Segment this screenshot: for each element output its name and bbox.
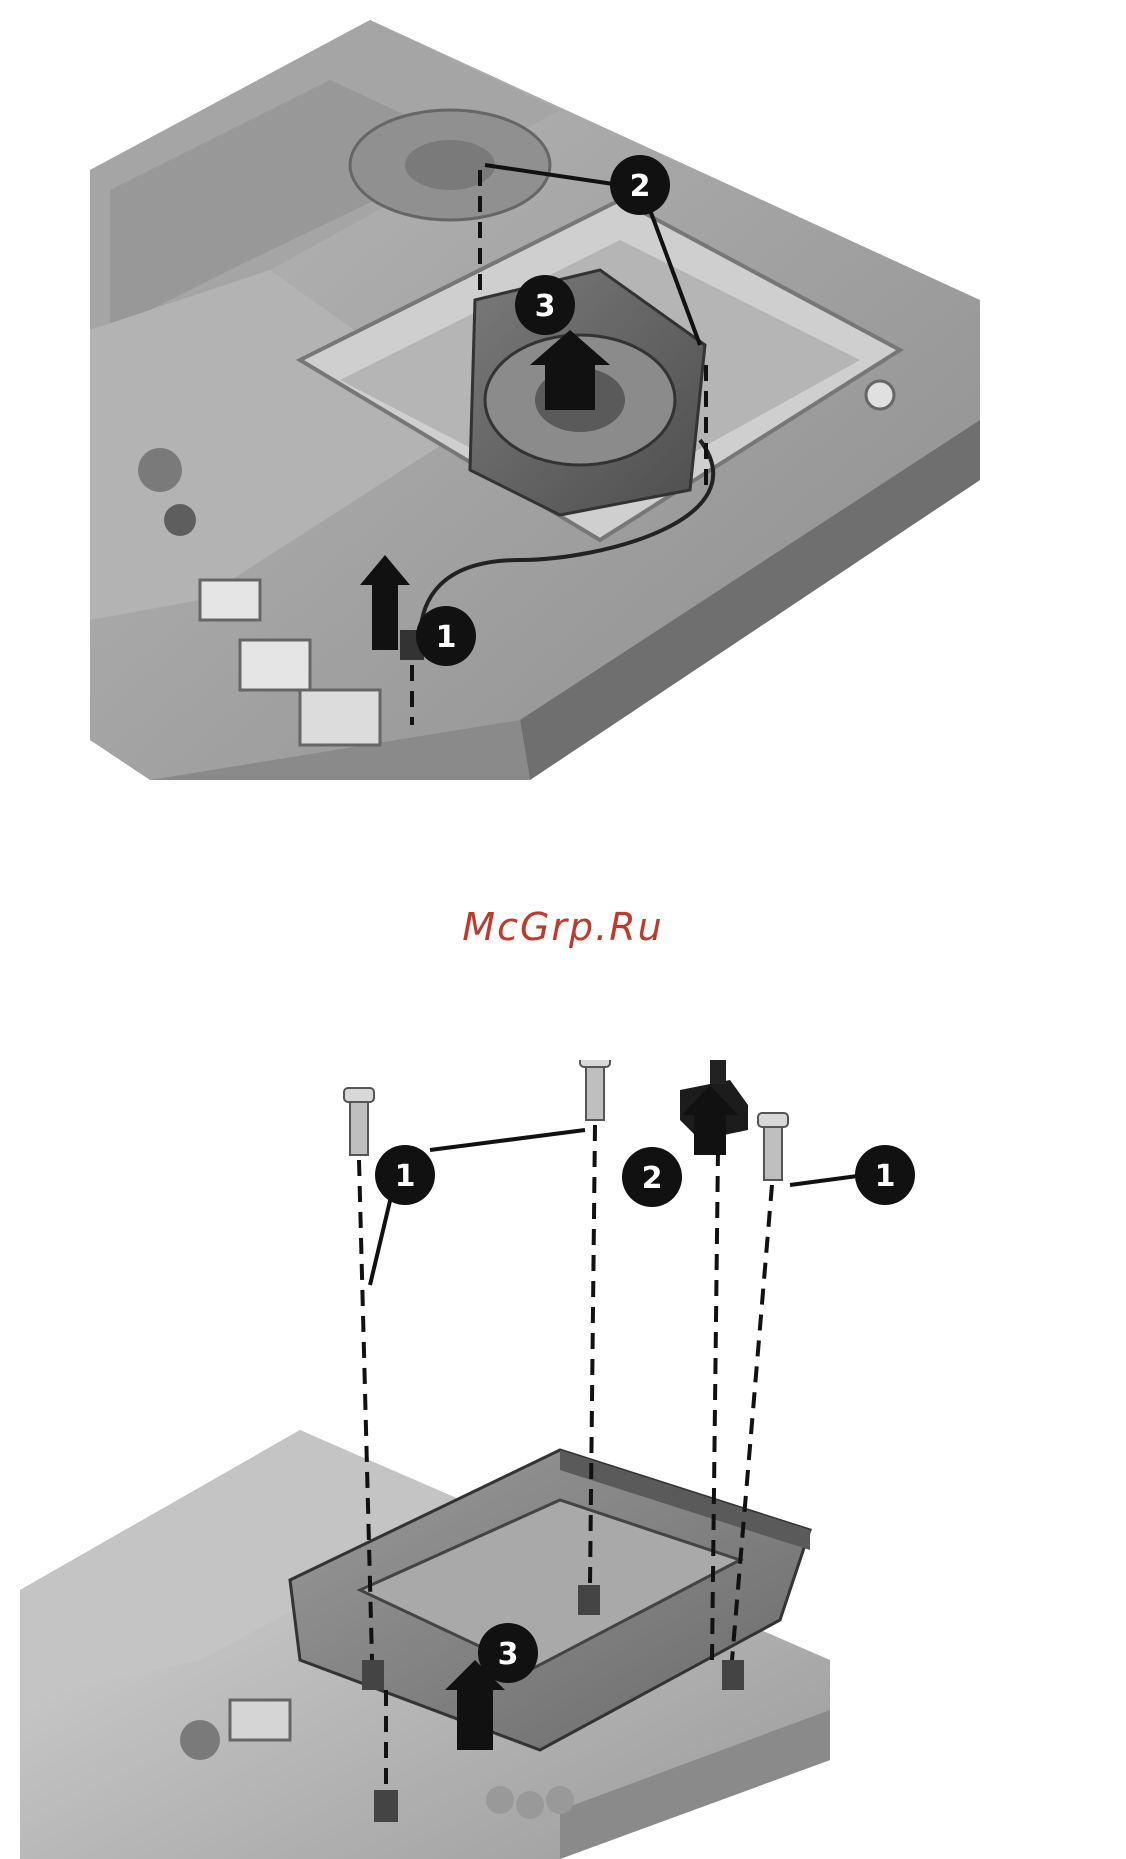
svg-text:1: 1 (436, 620, 457, 655)
svg-text:3: 3 (498, 1637, 519, 1672)
svg-text:3: 3 (535, 289, 556, 324)
svg-text:2: 2 (630, 169, 651, 204)
svg-text:2: 2 (642, 1161, 663, 1196)
callout-1: 1 (416, 606, 476, 666)
callout-3: 3 (478, 1623, 538, 1683)
callout-2: 2 (622, 1147, 682, 1207)
svg-text:1: 1 (875, 1159, 896, 1194)
watermark: McGrp.Ru (0, 905, 1126, 949)
screw-icon (758, 1113, 788, 1180)
callout-leaders (370, 1130, 865, 1285)
fan-removal-illustration: 2 3 1 (0, 0, 1126, 790)
callout-2: 2 (610, 155, 670, 215)
screw-icon (344, 1088, 374, 1155)
drive-cage-removal-illustration: 1 1 2 3 (0, 1060, 1126, 1859)
svg-text:1: 1 (395, 1159, 416, 1194)
screw-icon (580, 1060, 610, 1120)
callout-1: 1 (855, 1145, 915, 1205)
callout-3: 3 (515, 275, 575, 335)
callout-1: 1 (375, 1145, 435, 1205)
